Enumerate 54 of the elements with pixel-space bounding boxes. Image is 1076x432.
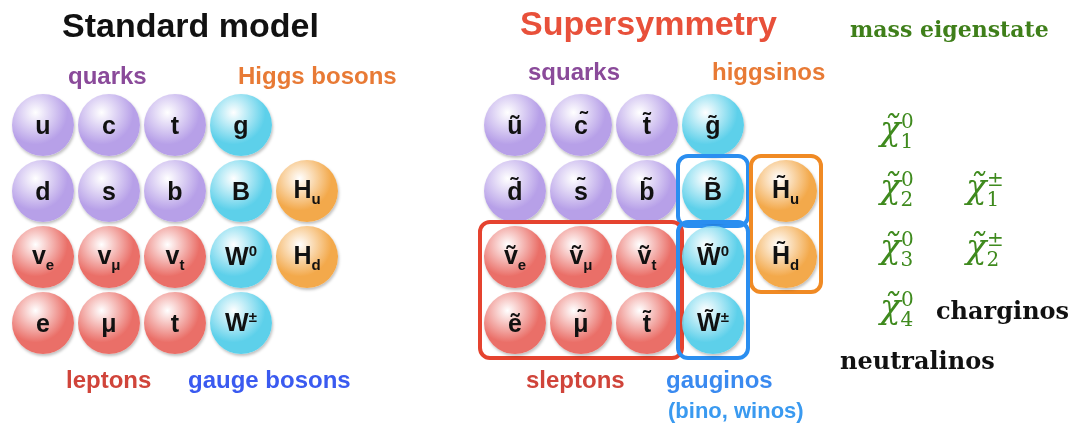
particle-circle: t̃	[616, 292, 678, 354]
particle-circle: d̃	[484, 160, 546, 222]
particle-circle: ṽ$_{e}$	[484, 226, 546, 288]
heading: Standard model	[62, 6, 319, 45]
group-label: (bino, winos)	[668, 398, 804, 424]
particle-circle: ũ	[484, 94, 546, 156]
particle-circle: μ̃	[550, 292, 612, 354]
particle-circle: u	[12, 94, 74, 156]
group-label: quarks	[68, 62, 147, 90]
particle-circle: B	[210, 160, 272, 222]
particle-circle: μ	[78, 292, 140, 354]
group-label: higgsinos	[712, 58, 826, 86]
group-label: leptons	[66, 366, 152, 394]
group-label: neutralinos	[840, 346, 995, 375]
particle-circle: t	[144, 292, 206, 354]
group-label: gauge bosons	[188, 366, 351, 394]
particle-circle: v$_{μ}$	[78, 226, 140, 288]
particle-circle: t	[144, 94, 206, 156]
heading: Supersymmetry	[520, 4, 777, 43]
particle-circle: B̃	[682, 160, 744, 222]
particle-circle: g̃	[682, 94, 744, 156]
particle-circle: s	[78, 160, 140, 222]
particle-circle: b	[144, 160, 206, 222]
particle-circle: W̃$^{0}$	[682, 226, 744, 288]
particle-circle: W̃$^{±}$	[682, 292, 744, 354]
group-frame	[676, 220, 750, 360]
particle-circle: v$_{e}$	[12, 226, 74, 288]
particle-circle: H̃$_{d}$	[754, 226, 817, 288]
particle-circle: H̃$_{u}$	[754, 160, 817, 222]
group-label: sleptons	[526, 366, 625, 394]
particle-circle: H$_{d}$	[276, 226, 338, 288]
particle-circle: e	[12, 292, 74, 354]
group-label: gauginos	[666, 366, 773, 394]
group-frame	[676, 154, 750, 228]
group-label: squarks	[528, 58, 621, 86]
particle-circle: b̃	[616, 160, 678, 222]
particle-circle: t̃	[616, 94, 678, 156]
particle-circle: ṽ$_{μ}$	[550, 226, 612, 288]
particle-circle: H$_{u}$	[276, 160, 338, 222]
particle-circle: W$^{±}$	[210, 292, 272, 354]
group-frame	[748, 154, 823, 294]
group-label: charginos	[936, 296, 1070, 325]
particle-circle: d	[12, 160, 74, 222]
particle-circle: c̃	[550, 94, 612, 156]
particle-circle: s̃	[550, 160, 612, 222]
group-frame	[478, 220, 684, 360]
particle-circle: v$_{t}$	[144, 226, 206, 288]
group-label: Higgs bosons	[238, 62, 397, 90]
particle-circle: ṽ$_{t}$	[616, 226, 678, 288]
heading: mass eigenstate	[850, 16, 1049, 42]
particle-circle: c	[78, 94, 140, 156]
particle-circle: W$^{0}$	[210, 226, 272, 288]
particle-circle: g	[210, 94, 272, 156]
particle-circle: ẽ	[484, 292, 546, 354]
